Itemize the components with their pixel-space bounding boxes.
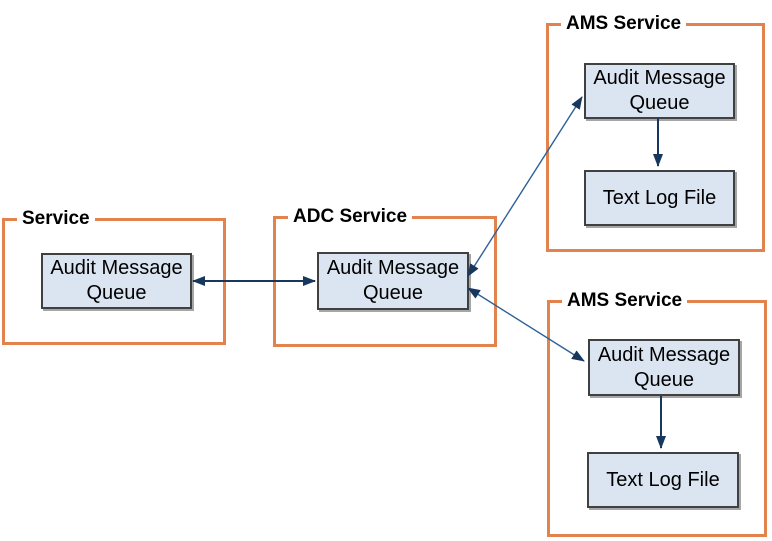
- service-container-title: Service: [17, 207, 95, 231]
- ams-service-bottom-container: AMS Service Audit Message Queue Text Log…: [547, 289, 767, 537]
- ams-bottom-text-log-file-node: Text Log File: [587, 452, 739, 508]
- ams-bottom-audit-message-queue-node: Audit Message Queue: [588, 339, 740, 396]
- service-audit-message-queue-node: Audit Message Queue: [41, 253, 192, 309]
- ams-top-audit-message-queue-node: Audit Message Queue: [584, 63, 735, 119]
- ams-top-text-log-file-node: Text Log File: [584, 170, 735, 226]
- adc-service-container: ADC Service Audit Message Queue: [273, 205, 497, 347]
- ams-service-top-container-title: AMS Service: [561, 12, 687, 36]
- service-container: Service Audit Message Queue: [2, 207, 226, 345]
- adc-service-container-title: ADC Service: [288, 205, 413, 229]
- ams-service-bottom-container-title: AMS Service: [562, 289, 688, 313]
- adc-audit-message-queue-node: Audit Message Queue: [317, 252, 469, 310]
- ams-service-top-container: AMS Service Audit Message Queue Text Log…: [546, 12, 765, 252]
